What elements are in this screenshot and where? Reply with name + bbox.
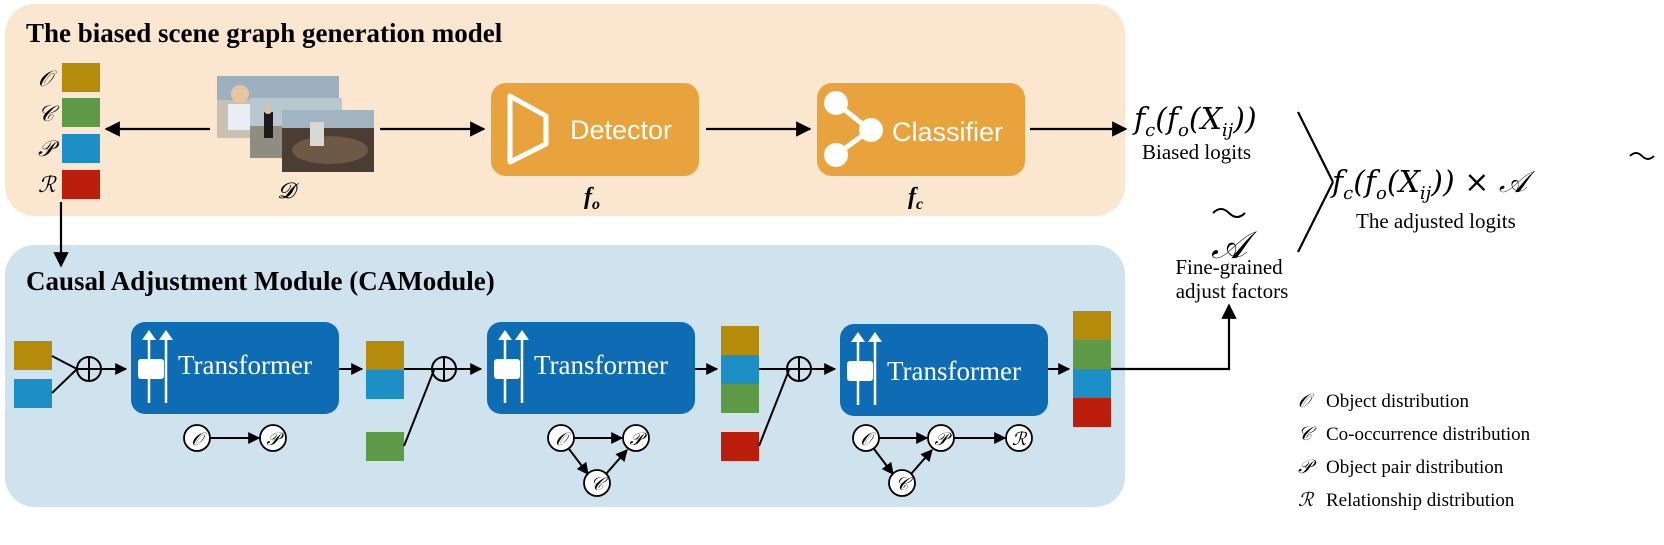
stage3-join-lower xyxy=(758,369,790,447)
adjust-factors: 𝒜 Fine-grained adjust factors xyxy=(1175,208,1289,303)
adjusted-logits: fc(fo(Xij)) × 𝒜 The adjusted logits xyxy=(1330,152,1655,233)
detector-block: Detector xyxy=(491,83,699,176)
transformer-block-2: Transformer xyxy=(487,322,695,414)
classifier-block: Classifier xyxy=(817,83,1025,176)
legend-text-cooccurrence: Co-occurrence distribution xyxy=(1326,424,1531,445)
stage3-node-relation: ℛ xyxy=(1012,429,1028,449)
legend-symbol-cooccurrence: 𝒞 xyxy=(1298,424,1317,445)
legend: 𝒪 Object distribution 𝒞 Co-occurrence di… xyxy=(1298,391,1531,511)
stage1-input-object xyxy=(14,341,52,370)
biased-logits-formula: fc(fo(Xij)) xyxy=(1132,102,1257,141)
merge-line-lower xyxy=(1297,181,1334,253)
transformer-icon xyxy=(494,330,529,403)
transformer-block-1: Transformer xyxy=(131,322,339,414)
stage3-plus-icon xyxy=(786,356,812,382)
detector-label: Detector xyxy=(570,115,672,145)
legend-symbol-pair: 𝒫 xyxy=(1298,457,1317,478)
factor-tilde xyxy=(1212,208,1246,218)
camodule-title: Causal Adjustment Module (CAModule) xyxy=(26,266,495,296)
stage1-causal-graph: 𝒪 𝒫 xyxy=(183,424,287,452)
biased-logits-caption: Biased logits xyxy=(1142,140,1251,164)
legend-text-relation: Relationship distribution xyxy=(1326,490,1515,511)
stage1-plus-icon xyxy=(76,356,102,382)
stage2-causal-graph: 𝒪 𝒫 𝒞 xyxy=(547,424,650,497)
classifier-function: fc xyxy=(908,184,923,213)
output-pair xyxy=(1073,369,1111,398)
factor-caption-line1: Fine-grained xyxy=(1175,255,1283,279)
dataset-images: 𝓓 xyxy=(217,76,374,203)
stage3-input-object xyxy=(721,326,759,355)
stage1-join-lower xyxy=(51,368,78,394)
stage2-input-object xyxy=(366,341,404,370)
adjusted-tilde xyxy=(1629,152,1655,160)
legend-text-pair: Object pair distribution xyxy=(1326,457,1504,478)
stage3-input-pair xyxy=(721,355,759,384)
transformer-icon xyxy=(847,332,882,405)
legend-symbol-relation: ℛ xyxy=(1298,490,1315,511)
transformer-label-2: Transformer xyxy=(534,350,668,380)
stage1-input-pair xyxy=(14,379,52,408)
output-relation xyxy=(1073,398,1111,427)
arrow-output-to-factors xyxy=(1111,303,1237,371)
stage2-input-cooccurrence xyxy=(366,432,404,461)
adjusted-logits-caption: The adjusted logits xyxy=(1356,209,1516,233)
output-cooccurrence xyxy=(1073,340,1111,369)
swatch-relation xyxy=(62,170,100,199)
transformer-label-3: Transformer xyxy=(887,356,1021,386)
symbol-relation: ℛ xyxy=(38,172,57,197)
graph-icon xyxy=(824,91,883,167)
transformer-block-3: Transformer xyxy=(840,324,1048,416)
transformer-label-1: Transformer xyxy=(178,350,312,380)
adjusted-logits-formula: fc(fo(Xij)) × 𝒜 xyxy=(1330,165,1536,204)
stage1-join-upper xyxy=(51,355,78,370)
biased-logits: fc(fo(Xij)) Biased logits xyxy=(1132,102,1257,164)
biased-model-title: The biased scene graph generation model xyxy=(26,18,503,48)
stage2-join-lower xyxy=(403,369,435,447)
output-object xyxy=(1073,311,1111,340)
swatch-pair xyxy=(62,134,100,163)
stage3-causal-graph: 𝒪 𝒫 ℛ 𝒞 xyxy=(852,424,1033,497)
detector-icon xyxy=(507,93,549,165)
merge-line-upper xyxy=(1297,111,1334,183)
dataset-symbol: 𝓓 xyxy=(278,178,300,203)
factor-caption-line2: adjust factors xyxy=(1176,279,1289,303)
stage2-plus-icon xyxy=(431,356,457,382)
legend-text-object: Object distribution xyxy=(1326,391,1470,412)
stage3-input-cooccurrence xyxy=(721,384,759,413)
legend-symbol-object: 𝒪 xyxy=(1298,391,1315,412)
detector-function: fo xyxy=(584,184,600,213)
swatch-object xyxy=(62,63,100,92)
transformer-icon xyxy=(138,330,173,403)
stage3-input-relation xyxy=(721,432,759,461)
stage2-input-pair xyxy=(366,370,404,399)
classifier-label: Classifier xyxy=(892,117,1003,147)
dataset-image-front xyxy=(282,110,374,172)
swatch-cooccurrence xyxy=(62,98,100,127)
